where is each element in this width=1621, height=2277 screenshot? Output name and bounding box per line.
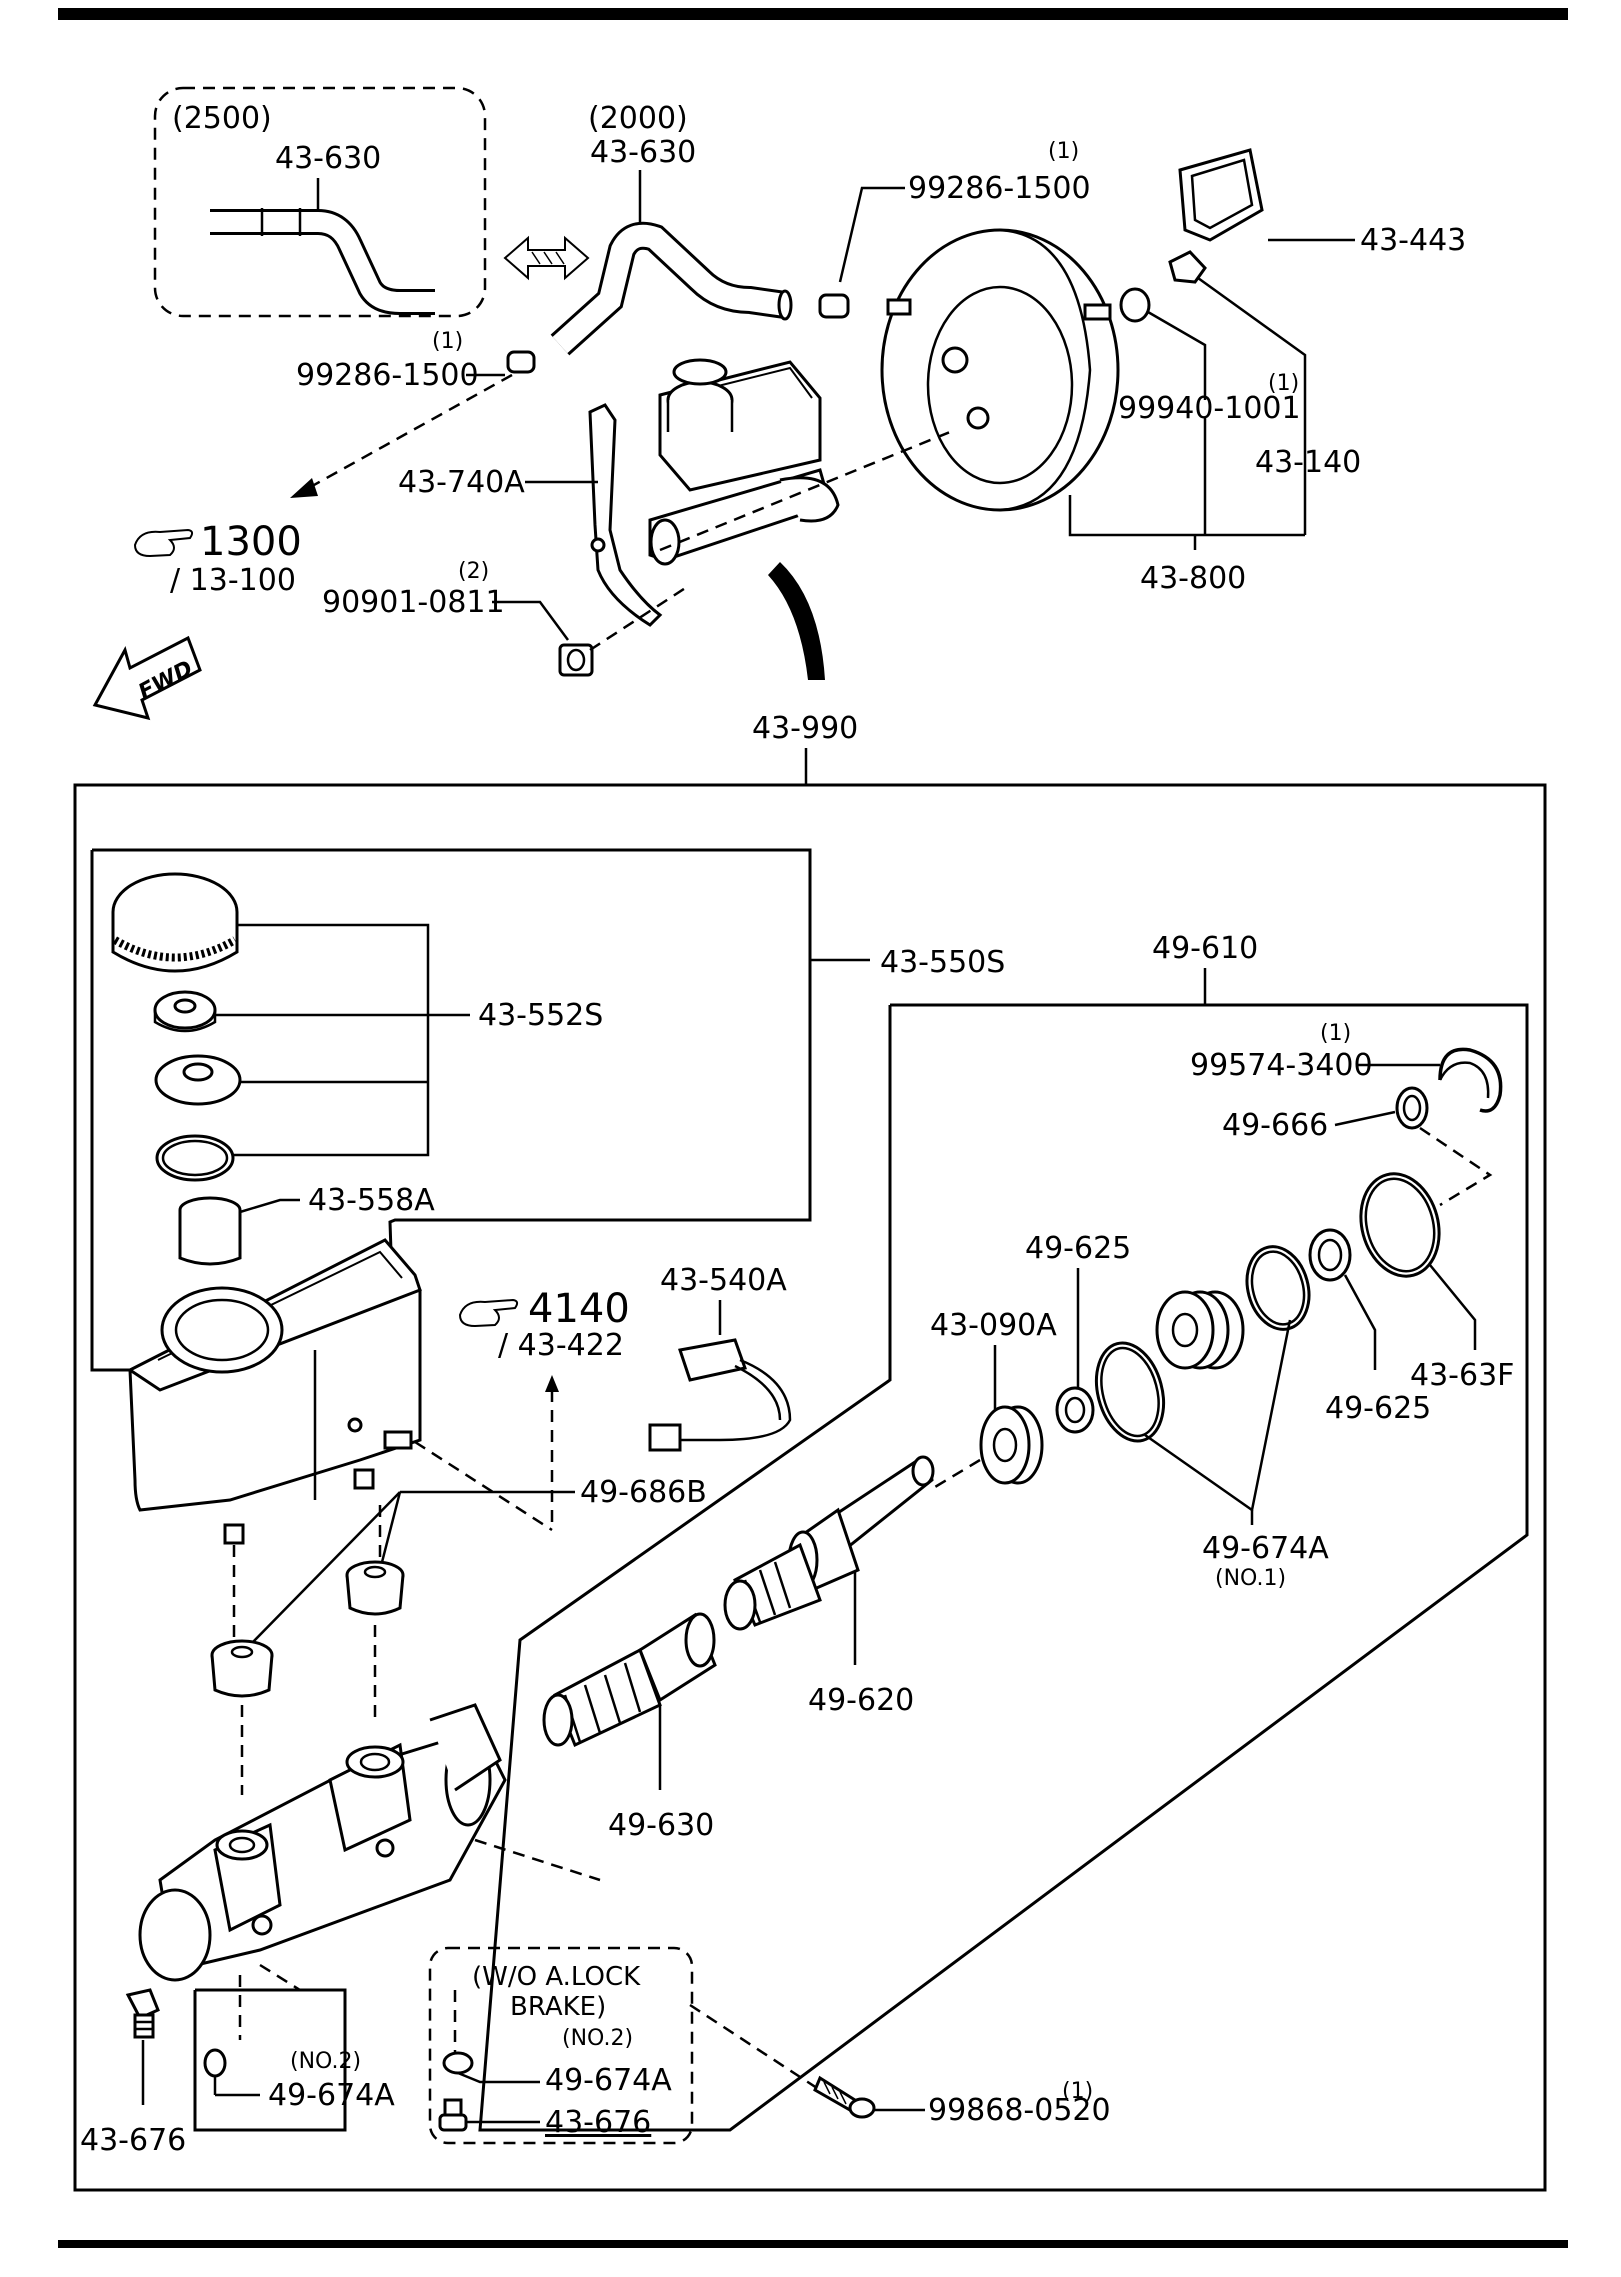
wo-lock-line1: (W/O A.LOCK <box>472 1962 641 1992</box>
nut-booster-label: 99940-1001 <box>1118 391 1301 426</box>
cap-seal-ring <box>153 990 217 1033</box>
strainer-label: 43-558A <box>308 1183 435 1218</box>
cap-diaphragm <box>154 1054 242 1106</box>
oring-box-label: 49-674A <box>545 2063 672 2098</box>
snap-ring <box>1438 1047 1503 1113</box>
fluid-level-sensor <box>648 1338 792 1452</box>
oring-no2-box-label: (NO.2) <box>562 2026 633 2051</box>
nut-mc-qty: (2) <box>458 559 489 584</box>
clip-right-label: 99286-1500 <box>908 171 1091 206</box>
snap-ring-qty: (1) <box>1320 1021 1351 1046</box>
sensor-label: 43-540A <box>660 1263 787 1298</box>
plug-box-label: 43-676 <box>545 2105 651 2140</box>
lower-left-box <box>193 1988 347 2132</box>
oring-label: 49-674A <box>1202 1531 1329 1566</box>
fwd-arrow-icon: FWD <box>92 635 202 721</box>
oring-no1-label: (NO.1) <box>1215 1566 1286 1591</box>
gasket-43-443 <box>1178 148 1264 242</box>
clip-left-qty: (1) <box>432 329 463 354</box>
screw-label: 99868-0520 <box>928 2093 1111 2128</box>
bushing-label: 49-686B <box>580 1475 707 1510</box>
washer-label: 49-666 <box>1222 1108 1328 1143</box>
piston-set-label: 49-610 <box>1152 931 1258 966</box>
master-cylinder-label: 43-990 <box>752 711 858 746</box>
hose-clip-left <box>506 350 536 374</box>
clip-right-qty: (1) <box>1048 139 1079 164</box>
ref-4140-number[interactable]: 4140 <box>528 1286 630 1332</box>
oring-no2-box <box>442 2051 474 2075</box>
nut-99940 <box>1119 287 1151 323</box>
piston-seal-stack <box>1155 1290 1245 1370</box>
oring-49-674a-lower <box>1094 1341 1166 1443</box>
master-cylinder-assembly <box>648 358 840 566</box>
seal-43-090a <box>979 1405 1044 1485</box>
reservoir-cap <box>111 872 239 973</box>
cup-49-625-right <box>1308 1228 1352 1282</box>
vacuum-hose-2500 <box>210 208 435 315</box>
hose-clip-right <box>818 293 850 319</box>
valve-label: 43-140 <box>1255 445 1361 480</box>
pointer-hand-icon-2 <box>458 1298 519 1328</box>
bracket-label: 43-740A <box>398 465 525 500</box>
snap-ring-label: 99574-3400 <box>1190 1048 1373 1083</box>
cap-oring <box>155 1134 235 1182</box>
reservoir-tank <box>127 1238 422 1545</box>
cup-b-label: 49-625 <box>1325 1391 1431 1426</box>
brake-booster <box>880 228 1120 512</box>
primary-piston <box>723 1455 935 1631</box>
hose-2500-label: 43-630 <box>275 141 381 176</box>
plug-label: 43-676 <box>80 2123 186 2158</box>
wo-lock-line2: BRAKE) <box>510 1992 606 2022</box>
pointer-hand-icon <box>133 528 194 558</box>
clip-left-label: 99286-1500 <box>296 358 479 393</box>
seal-090-label: 43-090A <box>930 1308 1057 1343</box>
seal-f-label: 43-63F <box>1410 1358 1514 1393</box>
secondary-piston <box>542 1612 717 1748</box>
cap-set-label: 43-552S <box>478 998 603 1033</box>
bleeder-plug-box <box>438 2098 468 2132</box>
vacuum-hose-2000 <box>550 221 793 356</box>
oring-no2-left-label: (NO.2) <box>290 2049 361 2074</box>
gasket-label: 43-443 <box>1360 223 1466 258</box>
oring-no2-left <box>203 2048 227 2078</box>
cup-49-625-left <box>1055 1386 1095 1434</box>
bushing-right <box>345 1560 405 1616</box>
top-border <box>58 8 1568 20</box>
nut-mc-label: 90901-0811 <box>322 585 505 620</box>
bracket-43-740a <box>588 403 663 627</box>
hose-2000-label: 43-630 <box>590 135 696 170</box>
ref-1300-sub[interactable]: / 13-100 <box>170 563 296 598</box>
valve-qty: (1) <box>1268 371 1299 396</box>
strainer <box>178 1196 242 1266</box>
check-valve-43-140 <box>1168 250 1207 284</box>
ref-1300-number[interactable]: 1300 <box>200 519 302 565</box>
seal-43-63f <box>1359 1172 1441 1278</box>
reservoir-set-label: 43-550S <box>880 945 1005 980</box>
screw-qty: (1) <box>1062 2079 1093 2104</box>
piston-set-box <box>478 1003 1529 2132</box>
variant-2000-label: (2000) <box>588 101 688 136</box>
variant-2500-label: (2500) <box>172 101 272 136</box>
booster-label: 43-800 <box>1140 561 1246 596</box>
master-cylinder-detail-frame <box>73 783 1547 2192</box>
bottom-border <box>58 2240 1568 2248</box>
nut-90901 <box>558 643 594 677</box>
oring-left-label: 49-674A <box>268 2078 395 2113</box>
secondary-label: 49-630 <box>608 1808 714 1843</box>
variant-2500-box <box>153 86 487 318</box>
detail-arrow <box>768 562 825 680</box>
oring-49-674a-upper <box>1245 1245 1311 1331</box>
ref-4140-sub[interactable]: / 43-422 <box>498 1328 624 1363</box>
bushing-left <box>210 1639 274 1698</box>
master-cylinder-body <box>138 1703 507 1982</box>
cup-a-label: 49-625 <box>1025 1231 1131 1266</box>
screw-99868 <box>813 2075 876 2119</box>
washer <box>1395 1086 1429 1130</box>
primary-label: 49-620 <box>808 1683 914 1718</box>
bleeder-plug-left <box>125 1988 160 2039</box>
interchange-arrow-icon <box>503 235 590 281</box>
